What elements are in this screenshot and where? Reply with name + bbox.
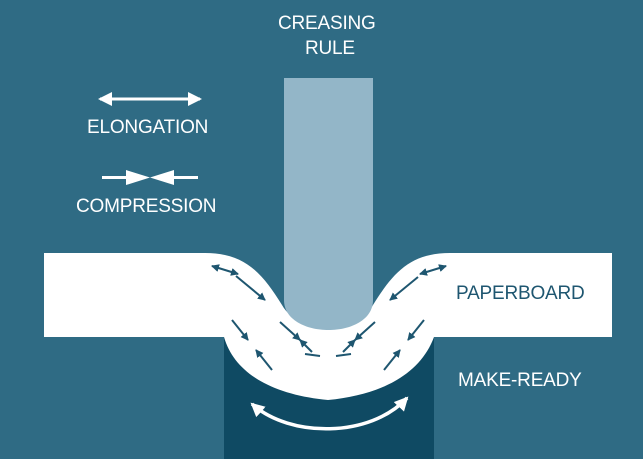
creasing-rule-tip [284, 258, 373, 330]
creasing-rule-label-line1: CREASING [278, 13, 376, 34]
elongation-label: ELONGATION [87, 117, 209, 138]
curved-double-arrow-icon [250, 396, 409, 431]
compression-arrow-icon [102, 170, 198, 185]
creasing-rule [284, 78, 373, 258]
paperboard-label: PAPERBOARD [456, 283, 585, 304]
stress-arrows [211, 264, 447, 371]
creasing-rule-label-line2: RULE [305, 38, 355, 59]
compression-label: COMPRESSION [76, 196, 217, 217]
make-ready-label: MAKE-READY [458, 370, 582, 391]
paperboard-sheet [44, 253, 612, 400]
